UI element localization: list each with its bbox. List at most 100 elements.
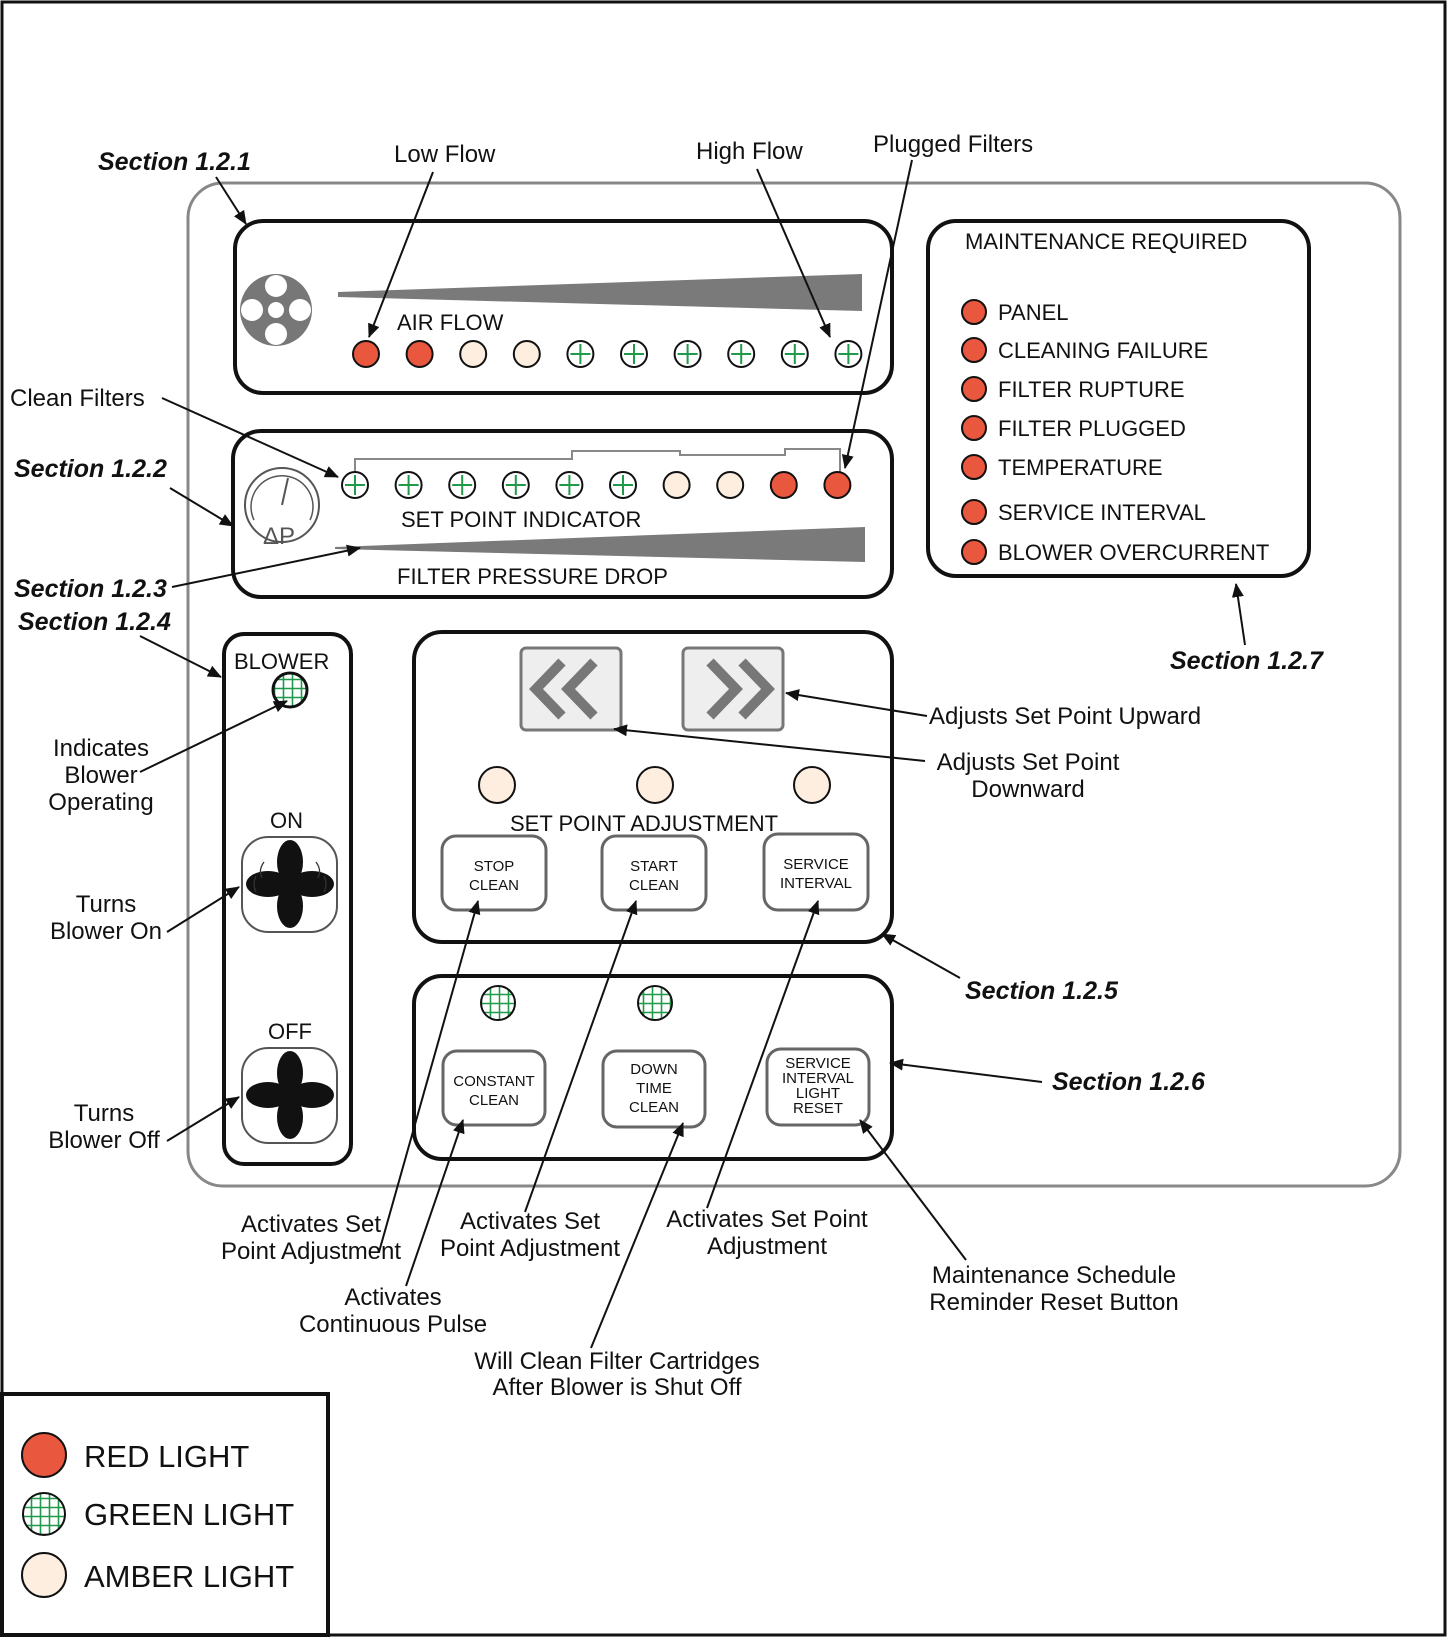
maintenance-item-4: FILTER PLUGGED [998,416,1186,441]
set-point-led-1-green-mark-icon [345,475,365,495]
constant-clean-label-2: CLEAN [469,1092,519,1109]
air-flow-box [233,219,894,395]
set-point-adjustment-label: SET POINT ADJUSTMENT [510,811,778,836]
maintenance-item-6: SERVICE INTERVAL [998,500,1206,525]
section-1-2-7: Section 1.2.7 [1170,647,1324,675]
turns-on-line-1: Turns [76,891,136,918]
maintenance-led-4 [961,415,987,441]
air-flow-led-8-green-mark-icon [731,344,752,364]
section-1-2-3: Section 1.2.3 [14,575,167,603]
adjust-down-line-1: Adjusts Set Point [937,749,1120,776]
air-flow-led-4 [512,340,541,368]
set-point-adjustment-box [412,630,894,944]
on-label: ON [270,808,303,833]
indicates-blower-line-3: Operating [48,789,153,816]
activates-2-line-2: Point Adjustment [440,1235,620,1262]
air-flow-led-7-green-mark-icon [677,344,698,364]
leader-arrows [139,159,1246,1349]
set-point-led-10 [823,471,852,499]
low-flow-callout: Low Flow [394,141,496,168]
adjust-down-button[interactable] [519,646,623,732]
air-flow-led-1 [352,340,380,368]
double-chevron-right-icon [706,658,775,720]
set-point-led-row [341,471,852,499]
start-clean-led [636,766,674,804]
start-clean-label-1: START [630,858,678,875]
stop-clean-label-1: STOP [474,858,515,875]
set-point-led-2-green-mark-icon [398,475,419,495]
filter-pressure-drop-label: FILTER PRESSURE DROP [397,564,668,589]
legend-green-label: GREEN LIGHT [84,1497,294,1532]
service-interval-label-2: INTERVAL [780,875,852,892]
maintenance-item-1: PANEL [998,300,1069,325]
air-flow-led-3 [459,340,488,368]
blower-on-button[interactable] [241,836,338,933]
start-clean-button[interactable]: START CLEAN [600,834,708,912]
off-label: OFF [268,1019,312,1044]
on-vibration-lines-icon [253,861,327,893]
legend-amber-label: AMBER LIGHT [84,1559,294,1594]
blower-off-button[interactable] [241,1047,338,1144]
down-time-clean-label-3: CLEAN [629,1099,679,1116]
service-interval-led [793,766,831,804]
service-interval-light-reset-button[interactable]: SERVICE INTERVAL LIGHT RESET [765,1047,871,1127]
set-point-led-7 [662,471,691,499]
maintenance-title: MAINTENANCE REQUIRED [965,229,1247,254]
adjust-down-line-2: Downward [971,776,1084,803]
reset-label-1: SERVICE [785,1055,851,1072]
service-interval-label-1: SERVICE [783,856,849,873]
legend-green-swatch [22,1492,66,1536]
pressure-box [231,429,894,599]
reset-label-2: INTERVAL [782,1070,854,1087]
pressure-drop-bar [335,527,865,562]
indicates-blower-line-2: Blower [64,762,137,789]
activates-3-line-1: Activates Set Point [666,1206,868,1233]
constant-clean-button[interactable]: CONSTANT CLEAN [441,1049,547,1127]
maintenance-led-2 [961,337,987,363]
stop-clean-label-2: CLEAN [469,877,519,894]
maintenance-item-2: CLEANING FAILURE [998,338,1208,363]
air-flow-label: AIR FLOW [397,310,504,335]
set-point-led-5-green-mark-icon [559,475,580,495]
double-chevron-left-icon [529,658,598,720]
adjust-up-button[interactable] [681,646,785,732]
reset-label-3: LIGHT [796,1085,840,1102]
air-flow-led-10-green-mark-icon [838,344,859,364]
maintenance-led-3 [961,376,987,402]
legend-red-swatch [21,1432,67,1478]
plugged-filters-callout: Plugged Filters [873,131,1033,158]
set-point-indicator-label: SET POINT INDICATOR [401,507,641,532]
continuous-line-2: Continuous Pulse [299,1311,487,1338]
legend-red-label: RED LIGHT [84,1439,249,1474]
set-point-led-6-green-mark-icon [613,475,633,495]
activates-1-line-2: Point Adjustment [221,1238,401,1265]
service-interval-button[interactable]: SERVICE INTERVAL [762,832,870,912]
section-1-2-5: Section 1.2.5 [965,977,1119,1005]
blower-box [222,632,353,1166]
section-1-2-2: Section 1.2.2 [14,455,167,483]
maint-reset-line-2: Reminder Reset Button [929,1289,1178,1316]
down-time-clean-button[interactable]: DOWN TIME CLEAN [601,1049,707,1129]
down-time-clean-label-1: DOWN [630,1061,678,1078]
stop-clean-button[interactable]: STOP CLEAN [440,834,548,912]
clean-filters-callout: Clean Filters [10,385,145,412]
section-1-2-4: Section 1.2.4 [18,608,171,636]
activates-3-line-2: Adjustment [707,1233,827,1260]
air-flow-bar [338,274,862,311]
turns-off-line-2: Blower Off [48,1127,160,1154]
delta-p-label: ΔP [263,523,295,550]
down-time-clean-led [637,985,673,1021]
maintenance-item-7: BLOWER OVERCURRENT [998,540,1269,565]
set-point-led-9 [769,471,798,499]
constant-clean-label-1: CONSTANT [453,1073,534,1090]
maintenance-item-5: TEMPERATURE [998,455,1163,480]
section-1-2-6: Section 1.2.6 [1052,1068,1206,1096]
start-clean-label-2: CLEAN [629,877,679,894]
blower-indicator-led [271,671,309,709]
blower-label: BLOWER [234,649,329,674]
maintenance-led-6 [961,499,987,525]
activates-1-line-1: Activates Set [241,1211,381,1238]
